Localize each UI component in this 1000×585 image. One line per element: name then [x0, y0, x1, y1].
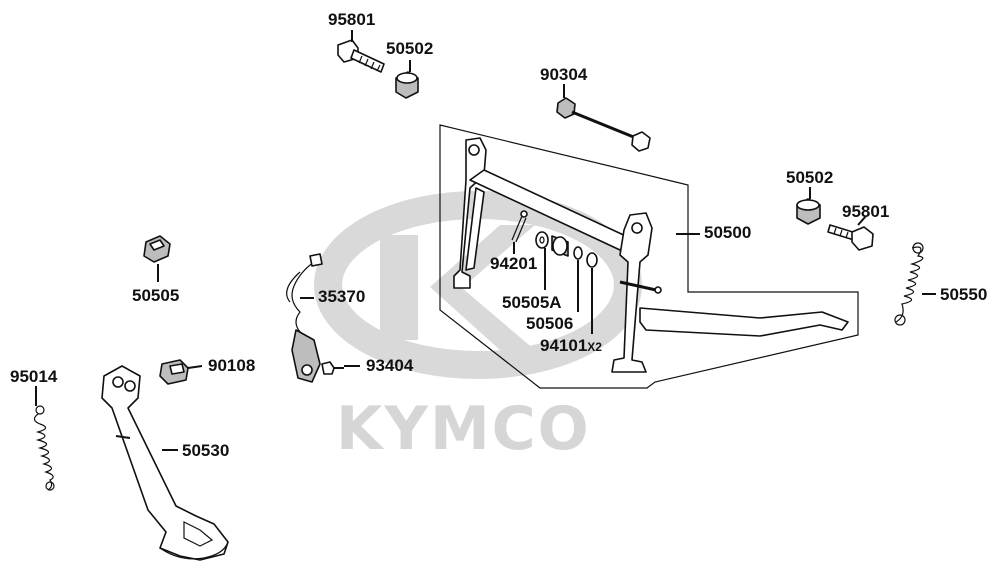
part-label-95014: 95014: [10, 367, 58, 386]
part-label-50530: 50530: [182, 441, 230, 460]
part-label-50505A: 50505A: [502, 293, 562, 312]
center-stand-50500: [453, 137, 849, 373]
part-label-90304: 90304: [540, 65, 588, 84]
center-stand-group-outline: [439, 124, 859, 389]
part-label-35370: 35370: [318, 287, 366, 306]
bolt-95801-top: [337, 39, 385, 73]
quantity-94101: X2: [587, 340, 602, 354]
part-number-94101: 94101: [540, 336, 588, 355]
part-label-50502-right: 50502: [786, 168, 834, 187]
part-label-50550: 50550: [940, 285, 988, 304]
part-label-94101: 94101X2: [540, 337, 602, 354]
bolt-90304: [556, 97, 651, 152]
bushing-50506: [551, 235, 583, 260]
rubber-block-50505: [143, 235, 171, 263]
kymco-watermark-text: KYMCO: [336, 394, 591, 464]
spring-95014: [33, 405, 55, 491]
part-label-50502-top: 50502: [386, 39, 434, 58]
collar-nut-50502-right: [796, 198, 821, 225]
washer-94101: [586, 252, 598, 268]
collar-nut-50502-top: [395, 71, 419, 99]
bolt-90108: [159, 359, 189, 385]
cotter-pin-94201: [511, 210, 528, 243]
part-label-50506: 50506: [526, 314, 574, 333]
part-label-95801-right: 95801: [842, 202, 890, 221]
washer-50505A: [535, 231, 549, 249]
part-label-90108: 90108: [208, 356, 256, 375]
part-label-50500: 50500: [704, 223, 752, 242]
side-stand-switch-35370: [286, 253, 323, 383]
part-label-93404: 93404: [366, 356, 414, 375]
bolt-95801-right: [827, 224, 874, 251]
part-label-94201: 94201: [490, 254, 538, 273]
spring-50550: [894, 242, 924, 326]
part-label-95801-top: 95801: [328, 10, 376, 29]
screw-93404: [321, 361, 344, 375]
part-label-50505: 50505: [132, 286, 180, 305]
side-stand-50530: [101, 365, 229, 561]
